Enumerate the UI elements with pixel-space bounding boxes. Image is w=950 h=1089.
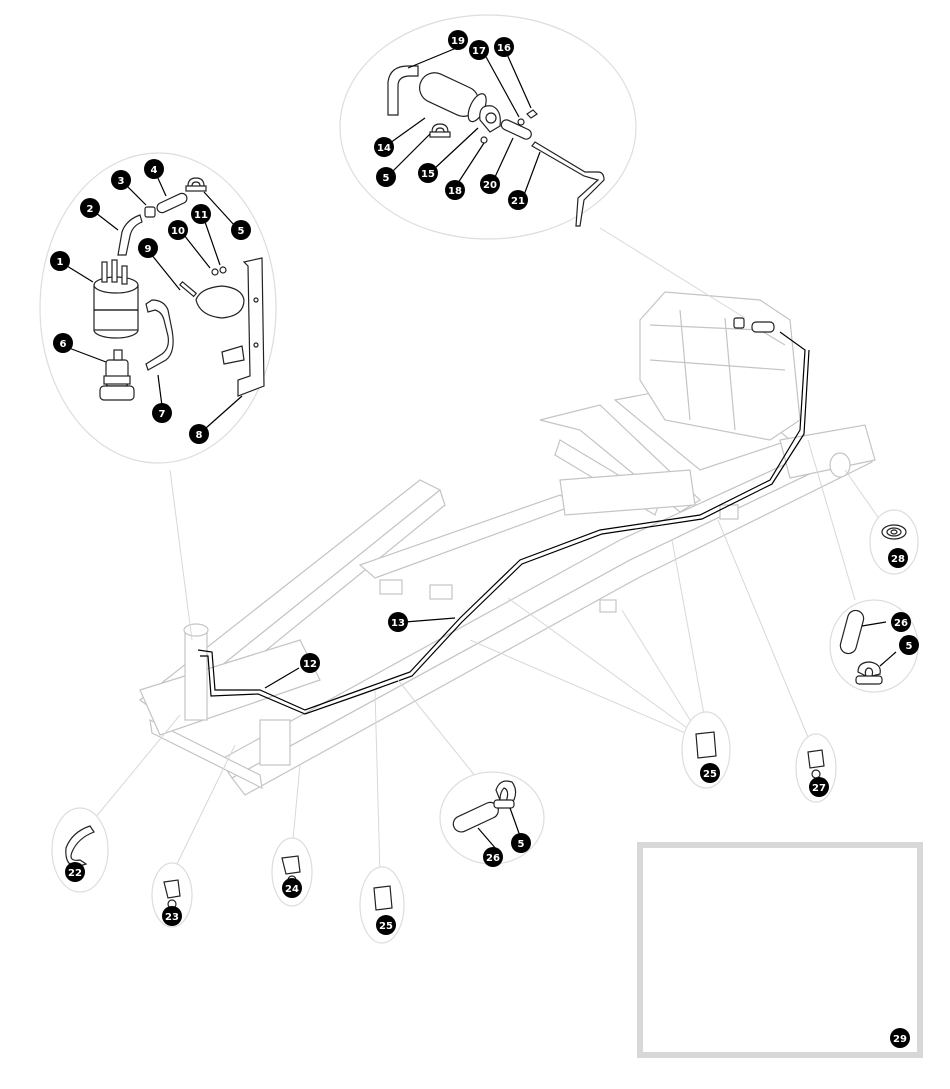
callout-5-vent[interactable]: 5 (376, 167, 396, 187)
svg-text:9: 9 (145, 244, 152, 255)
callout-16[interactable]: 16 (494, 37, 514, 57)
callout-1[interactable]: 1 (50, 251, 70, 271)
svg-text:1: 1 (57, 257, 64, 268)
callout-12[interactable]: 12 (300, 653, 320, 673)
svg-text:4: 4 (151, 165, 158, 176)
callout-6[interactable]: 6 (53, 333, 73, 353)
svg-text:18: 18 (448, 186, 462, 197)
callout-20[interactable]: 20 (480, 174, 500, 194)
callout-13[interactable]: 13 (388, 612, 408, 632)
callout-29[interactable]: 29 (890, 1028, 910, 1048)
svg-text:26: 26 (486, 853, 500, 864)
callout-19[interactable]: 19 (448, 30, 468, 50)
svg-text:20: 20 (483, 180, 497, 191)
svg-text:11: 11 (194, 210, 208, 221)
svg-text:17: 17 (472, 46, 486, 57)
svg-text:3: 3 (118, 176, 125, 187)
callout-10[interactable]: 10 (168, 220, 188, 240)
svg-text:28: 28 (891, 554, 905, 565)
callout-26-upper[interactable]: 26 (891, 612, 911, 632)
callout-24[interactable]: 24 (282, 878, 302, 898)
svg-text:27: 27 (812, 783, 826, 794)
svg-text:6: 6 (60, 339, 67, 350)
svg-text:15: 15 (421, 169, 435, 180)
svg-text:21: 21 (511, 196, 525, 207)
inset-frame (637, 842, 923, 1058)
svg-text:5: 5 (518, 839, 525, 850)
svg-text:26: 26 (894, 618, 908, 629)
svg-text:29: 29 (893, 1034, 907, 1045)
svg-text:8: 8 (196, 430, 203, 441)
svg-text:24: 24 (285, 884, 299, 895)
callout-27[interactable]: 27 (809, 777, 829, 797)
callout-23[interactable]: 23 (162, 906, 182, 926)
callout-21[interactable]: 21 (508, 190, 528, 210)
callout-4[interactable]: 4 (144, 159, 164, 179)
svg-text:19: 19 (451, 36, 465, 47)
clip-bubble-24 (271, 837, 313, 907)
chassis-frame (139, 379, 876, 796)
clip-bubble-23 (151, 862, 193, 928)
callout-26-lower[interactable]: 26 (483, 847, 503, 867)
callout-5-lower[interactable]: 5 (511, 833, 531, 853)
svg-text:25: 25 (703, 769, 717, 780)
callout-28[interactable]: 28 (888, 548, 908, 568)
svg-text:5: 5 (906, 641, 913, 652)
svg-text:23: 23 (165, 912, 179, 923)
callout-5-upper[interactable]: 5 (899, 635, 919, 655)
callout-2[interactable]: 2 (80, 198, 100, 218)
callout-18[interactable]: 18 (445, 180, 465, 200)
callout-14[interactable]: 14 (374, 137, 394, 157)
callout-8[interactable]: 8 (189, 424, 209, 444)
svg-text:10: 10 (171, 226, 185, 237)
fuel-tank (639, 291, 801, 441)
callout-5-pump[interactable]: 5 (231, 220, 251, 240)
callout-3[interactable]: 3 (111, 170, 131, 190)
svg-text:13: 13 (391, 618, 405, 629)
svg-text:16: 16 (497, 43, 511, 54)
svg-text:5: 5 (383, 173, 390, 184)
callout-11[interactable]: 11 (191, 204, 211, 224)
callout-22[interactable]: 22 (65, 862, 85, 882)
callout-arrows (66, 43, 897, 851)
callout-17[interactable]: 17 (469, 40, 489, 60)
svg-text:22: 22 (68, 868, 82, 879)
callout-15[interactable]: 15 (418, 163, 438, 183)
leader-lines (94, 227, 881, 876)
callout-7[interactable]: 7 (152, 403, 172, 423)
callout-25-lower[interactable]: 25 (376, 915, 396, 935)
svg-text:2: 2 (87, 204, 94, 215)
svg-text:5: 5 (238, 226, 245, 237)
svg-text:25: 25 (379, 921, 393, 932)
callout-25-upper[interactable]: 25 (700, 763, 720, 783)
detail-bubble-vent (339, 14, 637, 240)
svg-text:7: 7 (159, 409, 166, 420)
fuel-pipes (197, 331, 810, 715)
callout-9[interactable]: 9 (138, 238, 158, 258)
svg-text:14: 14 (377, 143, 391, 154)
svg-text:12: 12 (303, 659, 317, 670)
detail-bubble-pump (39, 152, 277, 464)
